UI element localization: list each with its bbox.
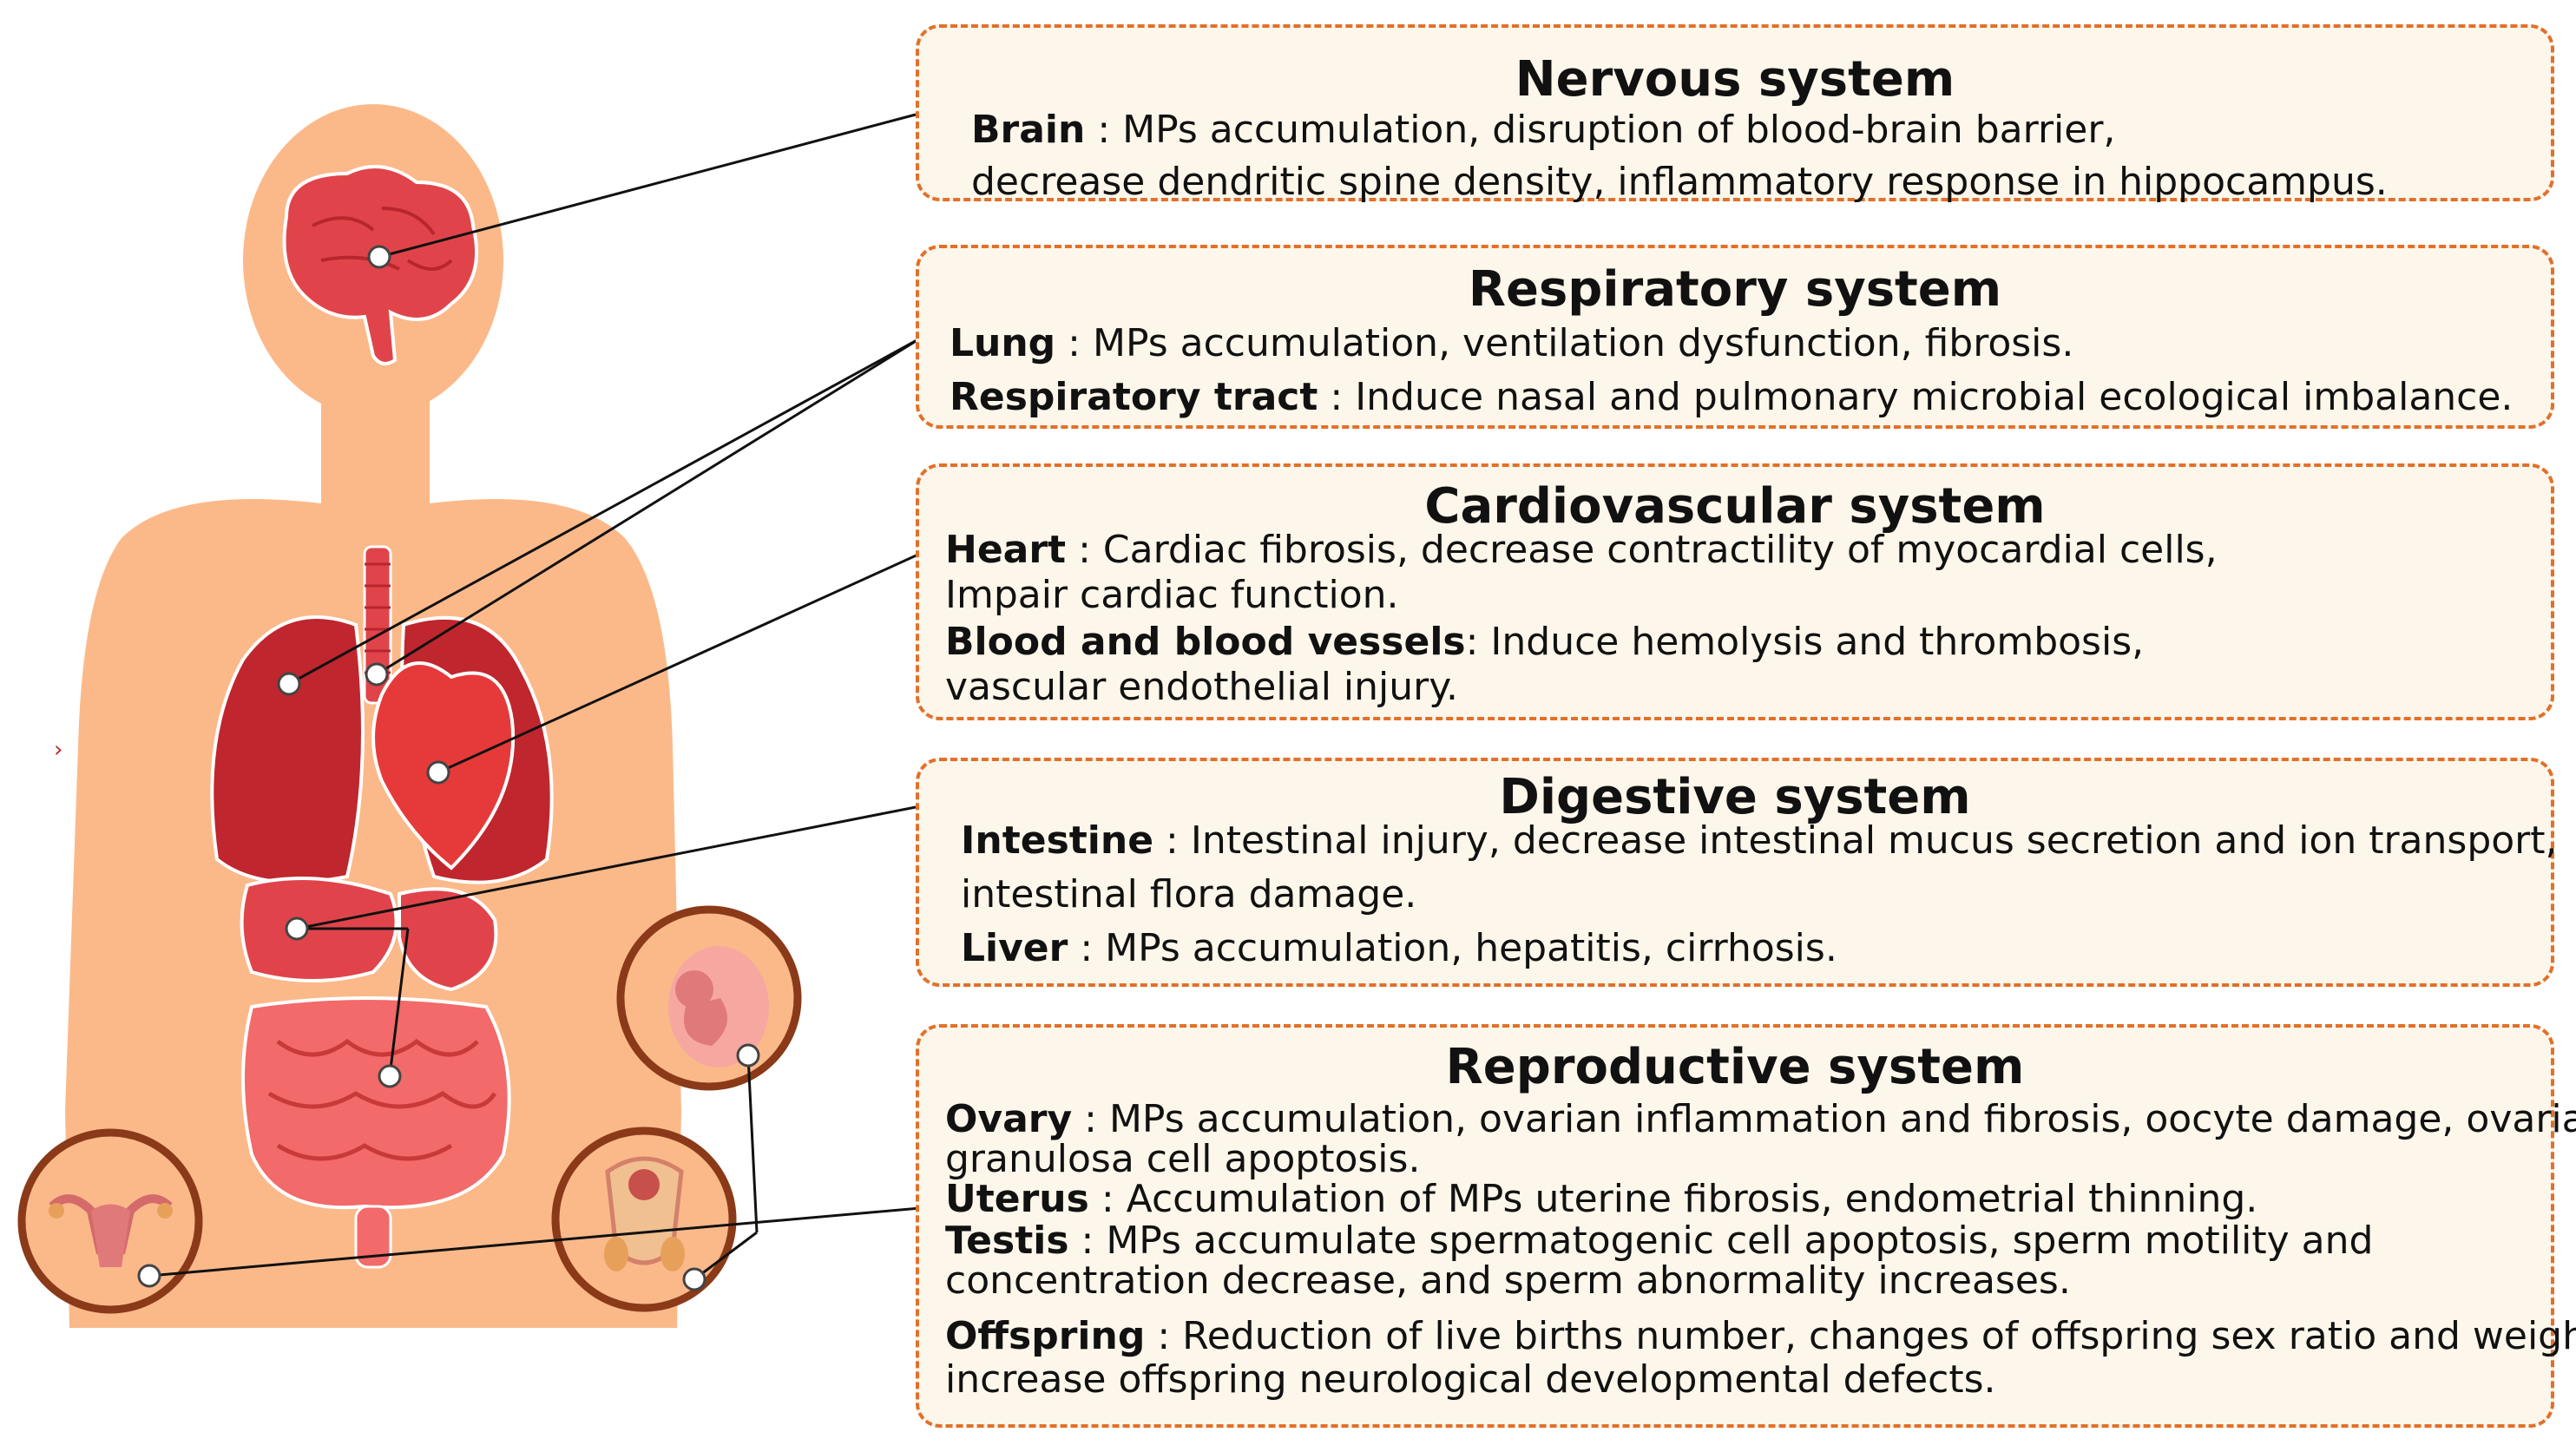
panel-row: intestinal flora damage. bbox=[961, 872, 1416, 917]
separator: : bbox=[1072, 1097, 1109, 1141]
human-body-illustration: › bbox=[17, 104, 920, 1328]
organ-label: Offspring bbox=[945, 1314, 1146, 1358]
effect-text: Accumulation of MPs uterine fibrosis, en… bbox=[1126, 1177, 2258, 1221]
panel-title: Cardiovascular system bbox=[1424, 478, 2046, 535]
organ-label: Lung bbox=[950, 321, 1056, 365]
separator: : bbox=[1085, 108, 1123, 152]
panel-row: Intestine : Intestinal injury, decrease … bbox=[961, 818, 2558, 864]
panel-row: Uterus : Accumulation of MPs uterine fib… bbox=[945, 1177, 2257, 1222]
connector-lines bbox=[148, 113, 920, 1281]
effect-text: Induce nasal and pulmonary microbial eco… bbox=[1355, 375, 2514, 419]
connector-dots bbox=[137, 245, 760, 1291]
effect-text: MPs accumulation, ventilation dysfunctio… bbox=[1092, 321, 2074, 365]
organ-label: Testis bbox=[945, 1219, 1069, 1263]
panel-nervous-system: Nervous system Brain : MPs accumulation,… bbox=[916, 24, 2554, 204]
organ-label: Brain bbox=[971, 108, 1086, 152]
separator: : bbox=[1145, 1314, 1183, 1358]
effect-text: concentration decrease, and sperm abnorm… bbox=[945, 1258, 2071, 1303]
panel-row: Testis : MPs accumulate spermatogenic ce… bbox=[945, 1219, 2373, 1264]
effect-text: intestinal flora damage. bbox=[961, 872, 1417, 917]
effect-text: Cardiac fibrosis, decrease contractility… bbox=[1102, 528, 2218, 572]
organ-label: Uterus bbox=[945, 1177, 1089, 1221]
separator: : bbox=[1068, 926, 1106, 970]
panel-row: vascular endothelial injury. bbox=[945, 665, 1458, 710]
separator: : bbox=[1068, 1219, 1107, 1263]
panel-row: Heart : Cardiac fibrosis, decrease contr… bbox=[945, 528, 2218, 573]
panel-respiratory-system: Respiratory system Lung : MPs accumulati… bbox=[916, 245, 2554, 429]
panel-title: Reproductive system bbox=[1445, 1039, 2025, 1095]
effect-text: MPs accumulation, hepatitis, cirrhosis. bbox=[1105, 926, 1837, 970]
separator: : bbox=[1055, 321, 1093, 365]
organ-label: Blood and blood vessels bbox=[945, 620, 1466, 664]
panel-row: Ovary : MPs accumulation, ovarian inflam… bbox=[945, 1097, 2576, 1142]
panel-reproductive-system: Reproductive system Ovary : MPs accumula… bbox=[916, 1024, 2576, 1428]
panel-cardiovascular-system: Cardiovascular system Heart : Cardiac fi… bbox=[916, 463, 2554, 720]
organ-label: Heart bbox=[945, 528, 1067, 572]
fetus-icon bbox=[616, 905, 802, 1091]
liver-icon bbox=[240, 877, 498, 992]
intestine-icon bbox=[241, 996, 511, 1269]
separator: : bbox=[1318, 375, 1356, 419]
panel-title: Nervous system bbox=[1515, 51, 1955, 108]
effect-text: Intestinal injury, decrease intestinal m… bbox=[1190, 818, 2558, 863]
organ-label: Liver bbox=[961, 926, 1068, 970]
effect-text: MPs accumulation, disruption of blood-br… bbox=[1122, 108, 2116, 152]
panel-row: Liver : MPs accumulation, hepatitis, cir… bbox=[961, 926, 1837, 971]
panel-row: increase offspring neurological developm… bbox=[945, 1357, 1996, 1403]
panel-row: Impair cardiac function. bbox=[945, 573, 1399, 618]
panel-row: granulosa cell apoptosis. bbox=[945, 1137, 1420, 1182]
separator: : bbox=[1066, 528, 1103, 572]
chevron-right-icon: › bbox=[54, 737, 62, 763]
panel-row: decrease dendritic spine density, inflam… bbox=[971, 160, 2388, 205]
organ-label: Ovary bbox=[945, 1097, 1073, 1141]
effect-text: vascular endothelial injury. bbox=[945, 665, 1458, 709]
panel-row: Blood and blood vessels: Induce hemolysi… bbox=[945, 620, 2144, 665]
female-reproductive-icon bbox=[17, 1128, 203, 1314]
organ-label: Intestine bbox=[961, 818, 1154, 863]
panel-digestive-system: Digestive system Intestine : Intestinal … bbox=[916, 758, 2558, 987]
effect-text: Induce hemolysis and thrombosis, bbox=[1490, 620, 2145, 664]
panel-title: Digestive system bbox=[1499, 769, 1971, 825]
effect-text: Impair cardiac function. bbox=[945, 573, 1399, 617]
effect-text: MPs accumulate spermatogenic cell apopto… bbox=[1106, 1219, 2374, 1263]
panel-row: concentration decrease, and sperm abnorm… bbox=[945, 1258, 2071, 1304]
effect-text: decrease dendritic spine density, inflam… bbox=[971, 160, 2388, 204]
effect-text: Reduction of live births number, changes… bbox=[1182, 1314, 2576, 1358]
organ-label: Respiratory tract bbox=[950, 375, 1318, 419]
effect-text: MPs accumulation, ovarian inflammation a… bbox=[1108, 1097, 2576, 1141]
effect-text: increase offspring neurological developm… bbox=[945, 1357, 1996, 1402]
panel-row: Respiratory tract : Induce nasal and pul… bbox=[950, 375, 2513, 420]
panel-row: Offspring : Reduction of live births num… bbox=[945, 1314, 2576, 1359]
panel-row: Lung : MPs accumulation, ventilation dys… bbox=[950, 321, 2073, 366]
separator: : bbox=[1088, 1177, 1127, 1221]
effect-text: granulosa cell apoptosis. bbox=[945, 1137, 1421, 1181]
separator: : bbox=[1153, 818, 1191, 863]
panel-title: Respiratory system bbox=[1468, 261, 2002, 318]
male-reproductive-icon bbox=[551, 1127, 737, 1312]
separator: : bbox=[1465, 620, 1491, 664]
panel-row: Brain : MPs accumulation, disruption of … bbox=[971, 108, 2115, 153]
